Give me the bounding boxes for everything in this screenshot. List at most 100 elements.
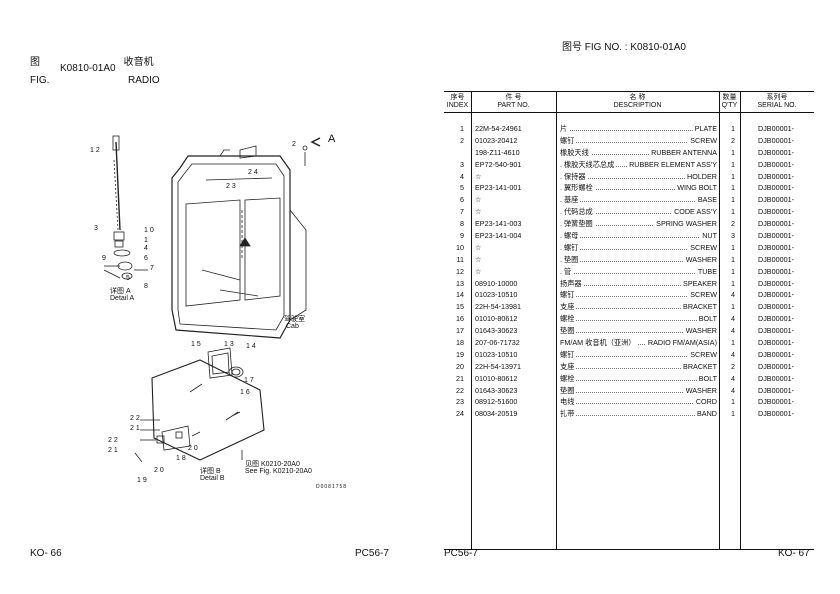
cell-description-en: SCREW (688, 241, 717, 254)
cell-qty: 2 (731, 219, 735, 229)
footer-left-model: PC56-7 (355, 548, 389, 559)
col-desc-en: DESCRIPTION (613, 102, 662, 109)
cell-part-no: ☆ (475, 242, 482, 252)
cell-part-no: 01643-30623 (475, 326, 518, 336)
cell-part-no: 01023-10510 (475, 349, 518, 359)
cell-serial: DJB00001- (758, 290, 794, 300)
cell-serial: DJB00001- (758, 278, 794, 288)
cell-part-no: ☆ (475, 207, 482, 217)
figure-header: 图 K0810-01A0 收音机 FIG. RADIO (30, 57, 160, 87)
callout-22b: 2 2 (108, 437, 118, 444)
cell-qty: 4 (731, 349, 735, 359)
cell-description-en: SPEAKER (681, 277, 717, 290)
cell-part-no: 01010-80612 (475, 373, 518, 383)
cell-index: 24 (456, 409, 464, 419)
cell-description-en: RUBBER ELEMENT ASS'Y (627, 158, 717, 171)
col-index-en: INDEX (446, 102, 469, 109)
cell-qty: 1 (731, 278, 735, 288)
diagram-svg: 1 2 2 A 3 1 0 1 4 6 9 7 5 8 2 4 2 3 1 5 … (90, 133, 336, 484)
cell-description-zh: 支座 (560, 302, 577, 312)
cell-index: 6 (460, 195, 464, 205)
cell-qty: 1 (731, 147, 735, 157)
cell-description-zh: FM/AM 收音机（亚洲） (560, 338, 638, 348)
cell-serial: DJB00001- (758, 361, 794, 371)
callout-18: 1 8 (176, 455, 186, 462)
col-qty-zh: 数量 (722, 94, 737, 101)
cell-description-en: BRACKET (681, 301, 717, 314)
cell-description-zh: . 螺钉 (560, 242, 581, 252)
cell-serial: DJB00001- (758, 254, 794, 264)
cell-part-no: 01643-30623 (475, 385, 518, 395)
cell-description-en: WASHER (683, 325, 717, 338)
cell-description-en: NUT (700, 230, 717, 242)
callout-13: 1 3 (224, 341, 234, 348)
cell-description-zh: . 螺母 (560, 231, 581, 241)
cell-description-zh: 螺栓 (560, 373, 577, 383)
cell-index: 19 (456, 349, 464, 359)
cell-serial: DJB00001- (758, 147, 794, 157)
cell-index: 3 (460, 159, 464, 169)
cell-index: 11 (456, 254, 464, 264)
cell-description-zh: 垫圈 (560, 326, 577, 336)
cell-qty: 4 (731, 326, 735, 336)
cell-index: 20 (456, 361, 464, 371)
cell-description: 垫圈 WASHER (560, 325, 717, 338)
cell-index: 2 (460, 135, 464, 145)
cell-description-en: HOLDER (685, 170, 717, 183)
cell-qty: 1 (731, 302, 735, 312)
cell-description-zh: 扬声器 (560, 278, 584, 288)
detail-a-label-zh: 详图 A (110, 288, 131, 295)
cell-description-en: BOLT (696, 372, 717, 385)
cell-index: 8 (460, 219, 464, 229)
cell-description-zh: 螺钉 (560, 349, 577, 359)
cell-description-en: CORD (693, 396, 717, 409)
see-fig-zh: 见图 K0210-20A0 (245, 461, 300, 468)
cell-description: 扬声器 SPEAKER (560, 277, 717, 290)
cell-description-en: BOLT (696, 313, 717, 326)
cell-qty: 1 (731, 254, 735, 264)
cell-description-zh: 垫圈 (560, 385, 577, 395)
callout-8: 8 (144, 283, 148, 290)
see-fig-en: See Fig. K0210-20A0 (245, 468, 312, 475)
cell-qty: 1 (731, 195, 735, 205)
callout-16: 1 6 (240, 389, 250, 396)
callout-7: 7 (150, 265, 154, 272)
cell-description-en: TUBE (695, 265, 717, 278)
cell-description: . 螺母 NUT (560, 230, 717, 242)
col-serial-zh: 系列号 (766, 94, 788, 101)
cell-part-no: 08910-10000 (475, 278, 518, 288)
cell-index: 23 (456, 397, 464, 407)
callout-17: 1 7 (244, 377, 254, 384)
cell-index: 15 (456, 302, 464, 312)
cell-index: 21 (456, 373, 464, 383)
cell-serial: DJB00001- (758, 397, 794, 407)
cell-serial: DJB00001- (758, 124, 794, 133)
cell-qty: 4 (731, 373, 735, 383)
cell-serial: DJB00001- (758, 385, 794, 395)
cell-part-no: EP23-141-004 (475, 231, 522, 241)
cell-qty: 1 (731, 338, 735, 348)
cell-serial: DJB00001- (758, 231, 794, 241)
callout-10: 1 0 (144, 227, 154, 234)
cell-part-no: EP23-141-003 (475, 219, 522, 229)
cell-qty: 1 (731, 409, 735, 419)
